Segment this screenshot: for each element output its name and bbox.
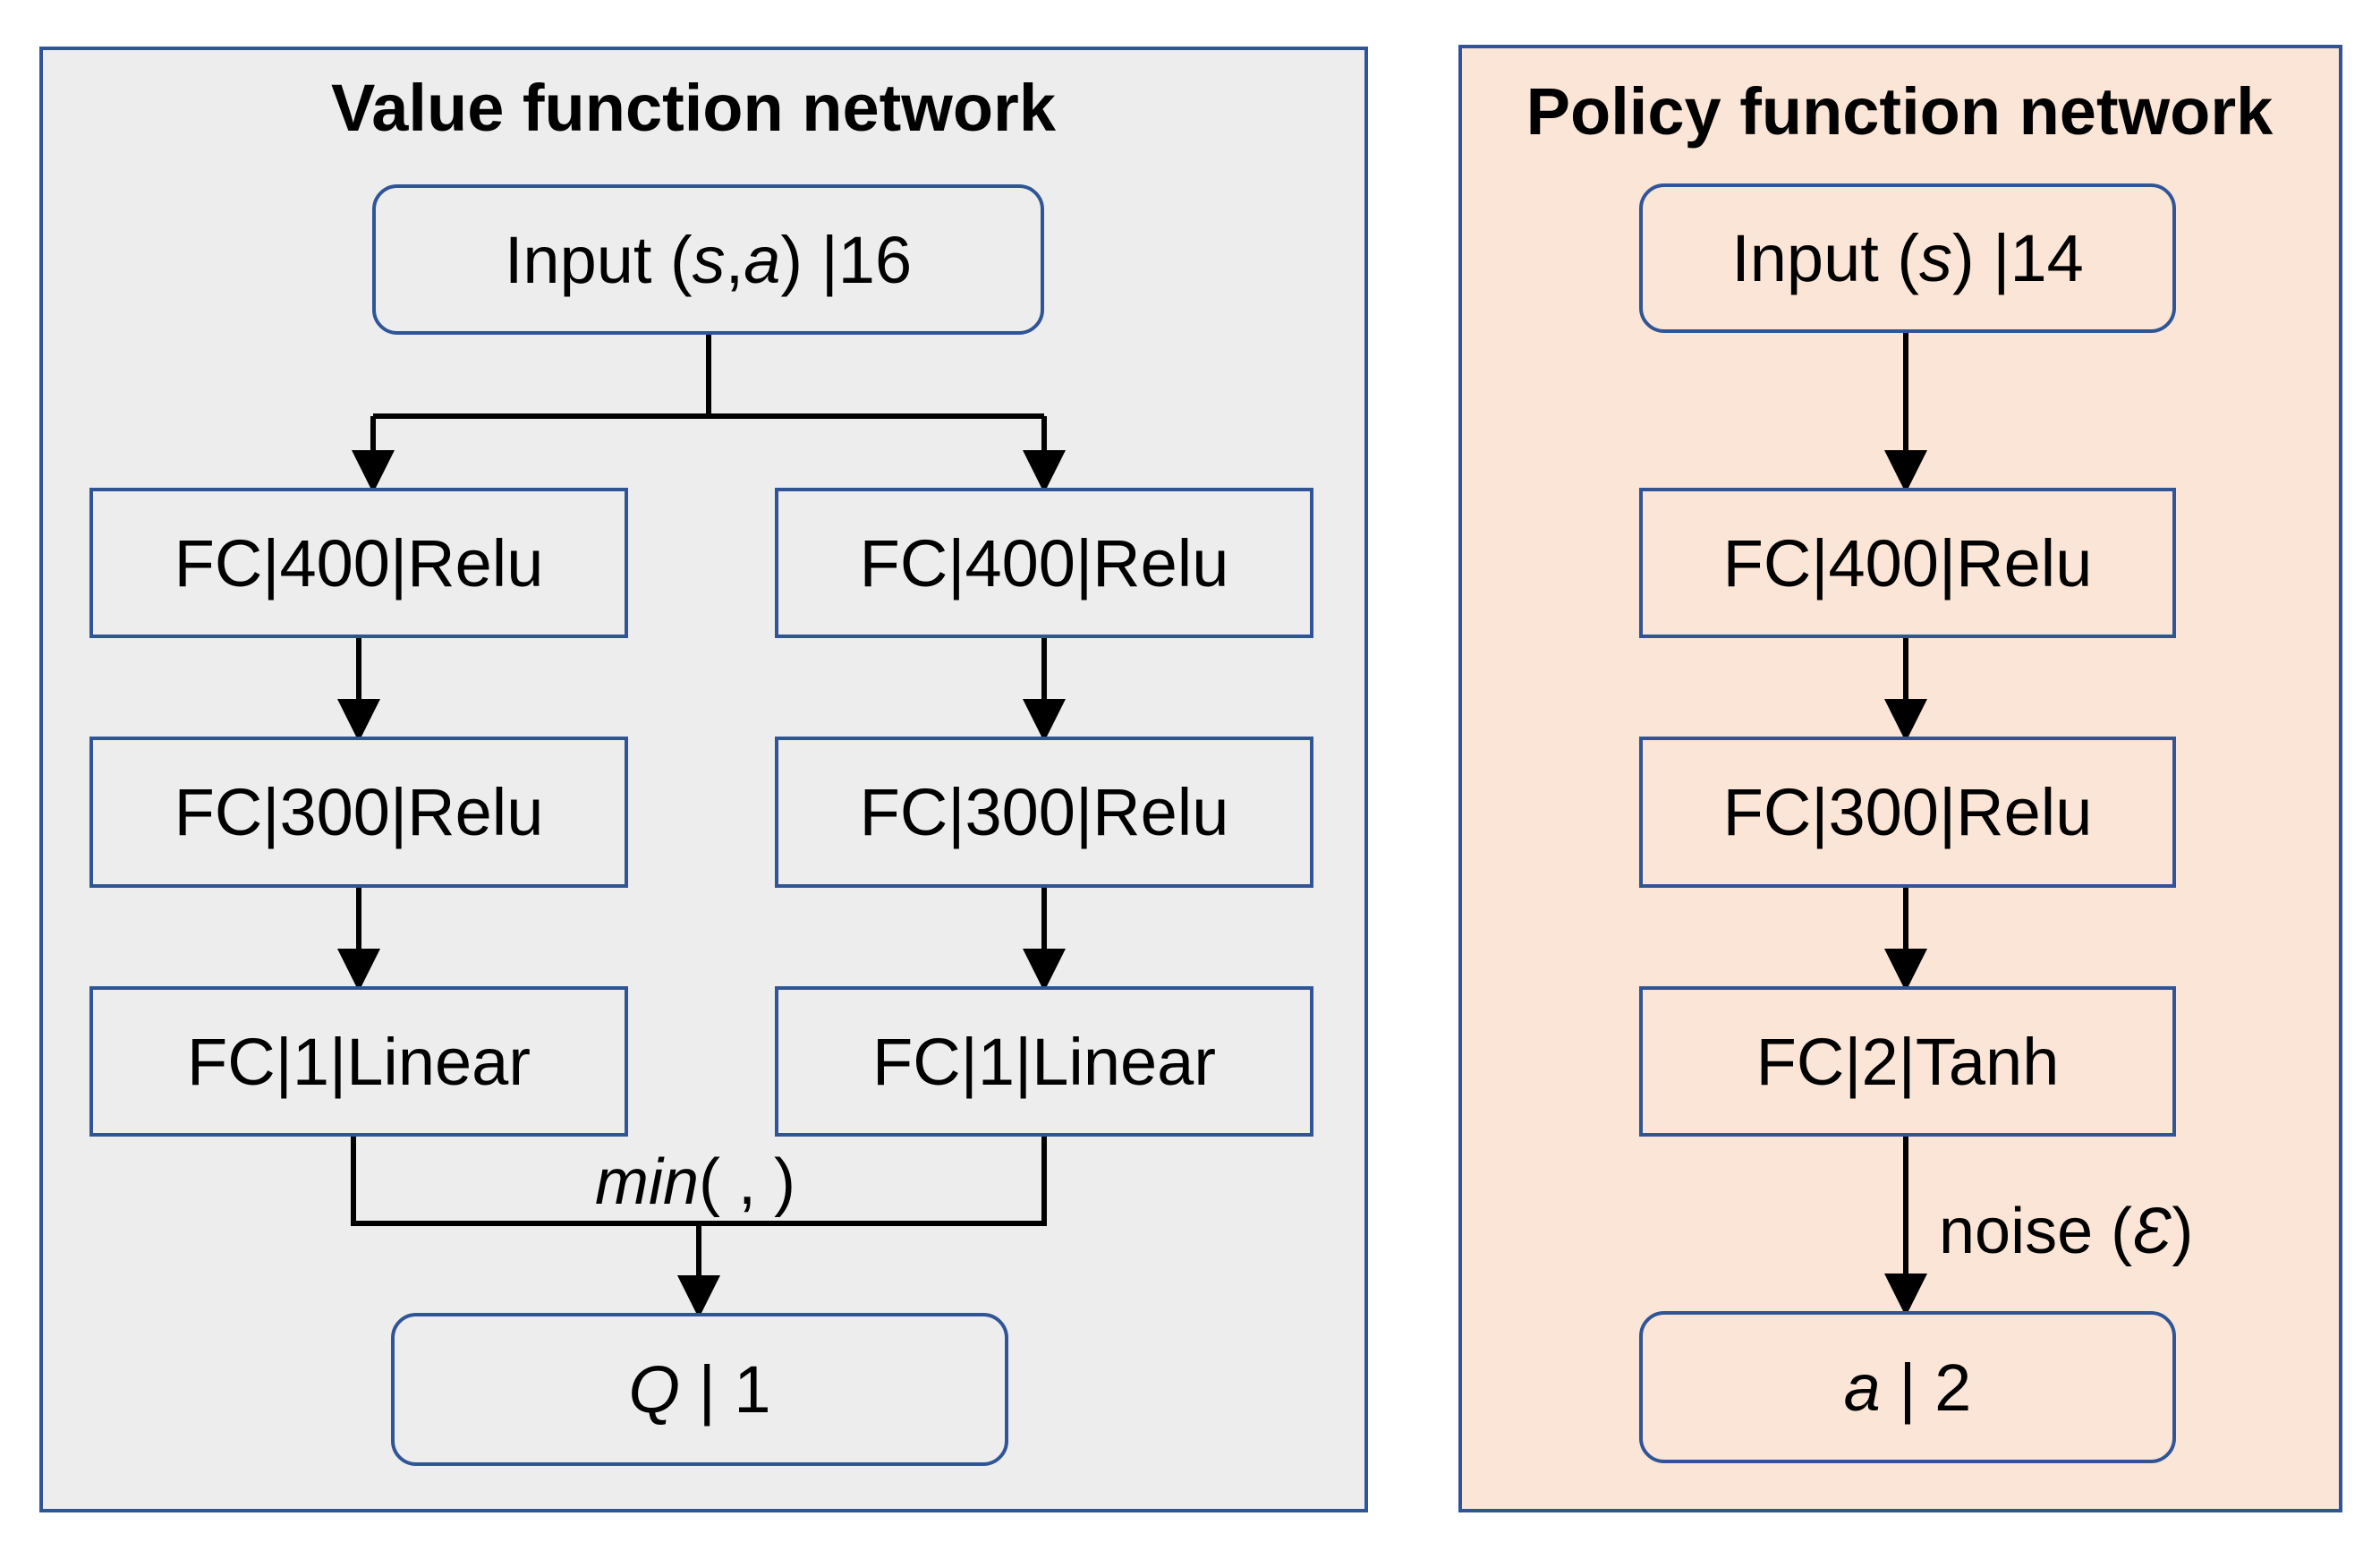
policy-output-a-node: a | 2 (1639, 1311, 2176, 1463)
value-right-fc400-node: FC|400|Relu (775, 488, 1313, 638)
min-combine-label: min( , ) (595, 1150, 795, 1214)
policy-input-s: s (1919, 221, 1953, 295)
policy-network-title: Policy function network (1526, 74, 2274, 149)
policy-input-prefix: Input ( (1731, 221, 1920, 295)
value-input-a: a (744, 222, 781, 297)
min-func: min (595, 1146, 700, 1218)
value-input-prefix: Input ( (504, 222, 693, 297)
value-output-q-node: Q | 1 (391, 1313, 1008, 1466)
noise-prefix: noise ( (1939, 1196, 2133, 1267)
policy-input-suffix: ) |14 (1952, 221, 2084, 295)
value-input-suffix: ) |16 (780, 222, 913, 297)
policy-fc300-node: FC|300|Relu (1639, 737, 2176, 888)
value-right-fc1-node: FC|1|Linear (775, 986, 1313, 1137)
a-var: a (1843, 1350, 1881, 1425)
noise-symbol: Ɛ (2132, 1196, 2172, 1267)
value-network-title: Value function network (331, 71, 1056, 145)
policy-fc400-node: FC|400|Relu (1639, 488, 2176, 638)
q-suffix: | 1 (680, 1352, 771, 1427)
value-right-fc300-node: FC|300|Relu (775, 737, 1313, 888)
value-input-s: s (692, 222, 726, 297)
a-suffix: | 2 (1880, 1350, 1972, 1425)
noise-label: noise (Ɛ) (1939, 1199, 2193, 1264)
min-args: ( , ) (699, 1146, 795, 1218)
policy-fc2-node: FC|2|Tanh (1639, 986, 2176, 1137)
noise-suffix: ) (2172, 1196, 2194, 1267)
value-left-fc400-node: FC|400|Relu (89, 488, 628, 638)
value-input-sep: , (725, 222, 744, 297)
q-var: Q (628, 1352, 681, 1427)
policy-input-node: Input (s) |14 (1639, 183, 2176, 333)
value-left-fc300-node: FC|300|Relu (89, 737, 628, 888)
value-input-node: Input (s, a) |16 (372, 184, 1044, 335)
value-left-fc1-node: FC|1|Linear (89, 986, 628, 1137)
